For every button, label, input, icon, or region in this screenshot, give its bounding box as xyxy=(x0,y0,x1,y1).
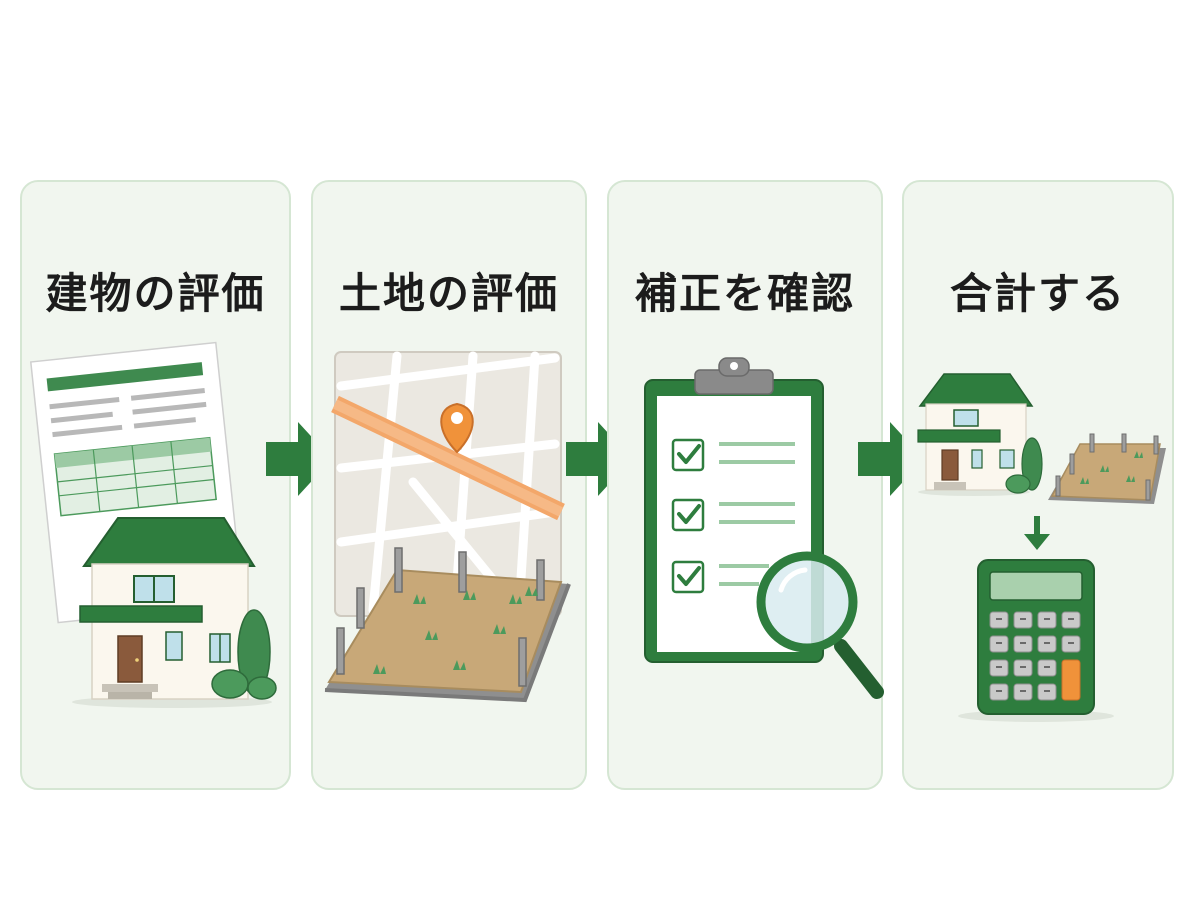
arrow-right-icon xyxy=(266,422,332,496)
step-title-building: 建物の評価 xyxy=(45,269,266,318)
land-map-icon xyxy=(324,351,571,703)
step-panel-land: 土地の評価 xyxy=(311,180,587,790)
step-title-land: 土地の評価 xyxy=(338,269,559,318)
step-panel-building: 建物の評価 xyxy=(20,180,291,790)
checklist-magnifier-icon xyxy=(644,357,884,699)
building-document-icon xyxy=(29,341,277,708)
arrow-right-icon xyxy=(566,422,632,496)
step-panel-adjustment: 補正を確認 xyxy=(607,180,884,790)
arrow-right-icon xyxy=(858,422,924,496)
step-title-total: 合計する xyxy=(949,269,1126,318)
step-title-adjustment: 補正を確認 xyxy=(634,269,855,318)
sum-calculator-icon xyxy=(917,373,1166,722)
step-panel-total: 合計する xyxy=(902,180,1174,790)
